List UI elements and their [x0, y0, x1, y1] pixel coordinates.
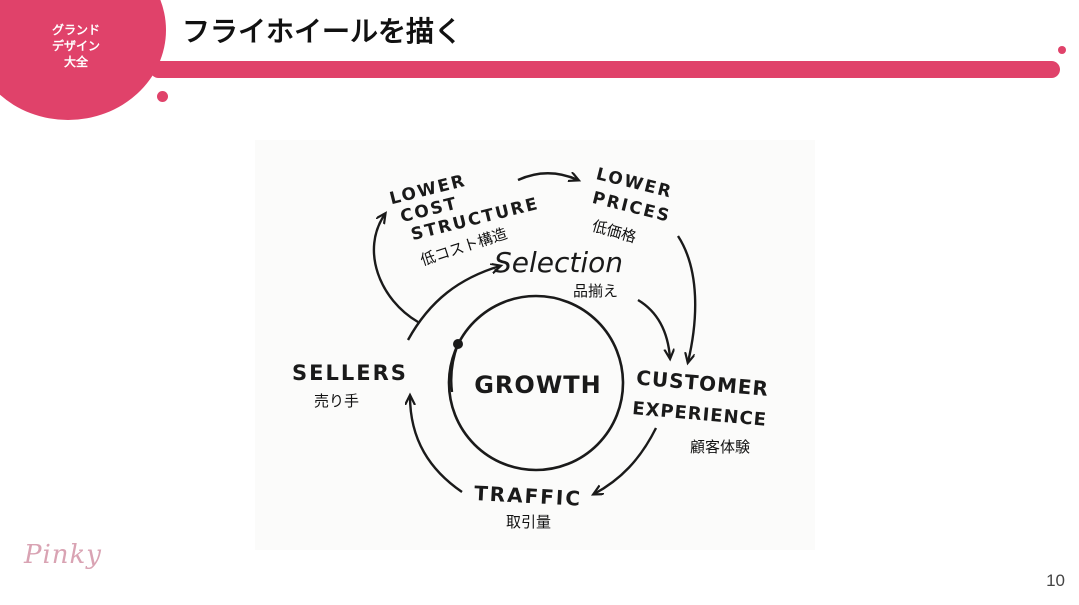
decoration-dot-right: [1058, 46, 1066, 54]
arrow-traffic-to-sellers: [410, 396, 463, 493]
brand-line-2: デザイン: [51, 39, 100, 53]
decoration-dot-left: [157, 91, 168, 102]
brand-line-3: 大全: [63, 55, 88, 69]
brand-line-1: グランド: [51, 23, 100, 37]
customer-line1: CUSTOMER: [635, 365, 770, 400]
lower-prices-jp: 低価格: [590, 217, 638, 247]
traffic-label: TRAFFIC: [474, 481, 583, 511]
arrow-sellers-to-selection: [406, 266, 500, 341]
arrow-to-lower-cost: [372, 214, 419, 324]
selection-label: Selection: [494, 246, 623, 279]
brand-logo: グランド デザイン 大全: [40, 22, 112, 70]
customer-jp: 顧客体験: [690, 438, 750, 456]
diagram-background: [255, 140, 815, 550]
selection-jp: 品揃え: [573, 282, 618, 300]
growth-label: GROWTH: [474, 371, 602, 399]
signature-logo: Pinky: [24, 540, 102, 570]
sellers-jp: 売り手: [314, 392, 359, 410]
traffic-jp: 取引量: [506, 513, 551, 531]
growth-circle: [447, 294, 625, 472]
arrow-cost-to-prices: [517, 173, 578, 180]
inner-arc-line: [450, 343, 460, 393]
slide-title: フライホイールを描く: [182, 15, 463, 48]
arrow-prices-to-customer: [676, 235, 697, 362]
arrow-selection-to-customer: [637, 298, 670, 358]
page-number: 10: [1046, 571, 1065, 590]
sellers-label: SELLERS: [292, 361, 408, 385]
title-underline-bar: [150, 61, 1060, 78]
customer-line2: EXPERIENCE: [631, 398, 767, 431]
arrow-customer-to-traffic: [594, 427, 658, 494]
